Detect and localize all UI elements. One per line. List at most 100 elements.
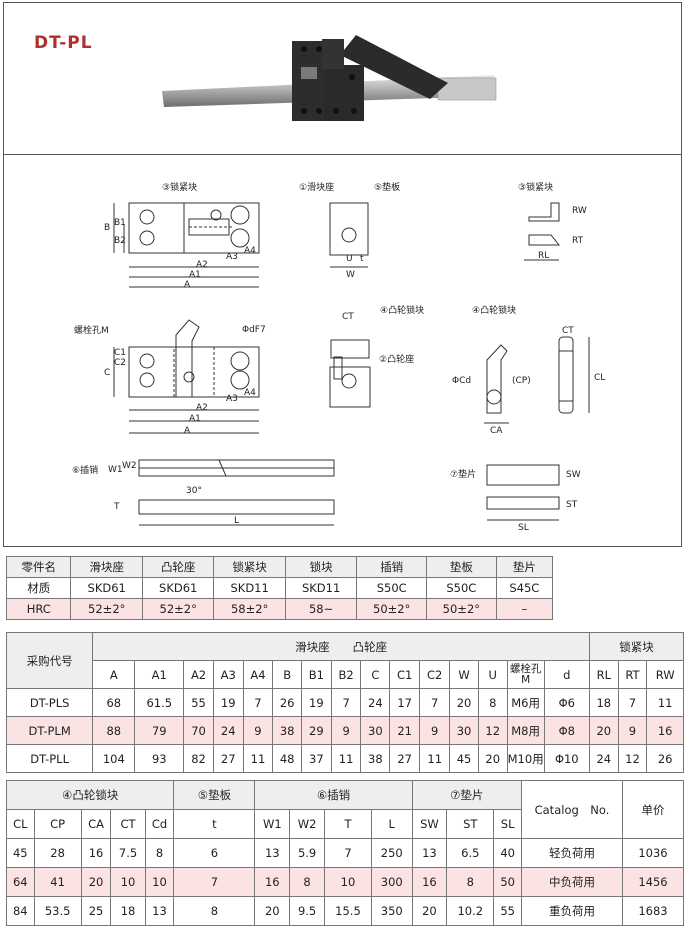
table-cell: 13 <box>254 838 291 868</box>
dim-A4-mid: A4 <box>244 388 256 398</box>
group-pin: ⑥插销 <box>254 780 413 810</box>
table-cell: 27 <box>212 744 244 773</box>
table-cell: 11 <box>419 744 451 773</box>
table-cell: 29 <box>300 716 332 745</box>
label-shim: ⑦垫片 <box>450 468 476 480</box>
col-header: W <box>449 660 479 689</box>
col-header: C1 <box>389 660 421 689</box>
table-cell: M6用 <box>506 688 545 717</box>
col-header: RW <box>646 660 684 689</box>
table-cell: 68 <box>92 688 136 717</box>
dim-L: L <box>234 516 239 526</box>
table-cell: 7 <box>242 688 274 717</box>
col-header: B2 <box>330 660 362 689</box>
dim-T: T <box>113 502 120 512</box>
code-label: 采购代号 <box>5 632 94 689</box>
dim-A1-mid: A1 <box>189 414 201 424</box>
dim-A3-mid: A3 <box>226 394 238 404</box>
dim-SL: SL <box>518 523 529 533</box>
table-cell: S50C <box>426 577 497 599</box>
table-cell: 材质 <box>5 577 72 599</box>
table-cell: 19 <box>300 688 332 717</box>
table-cell: 38 <box>272 716 302 745</box>
table-cell: 8 <box>477 688 508 717</box>
label-angle: 30° <box>186 486 202 496</box>
dim-t: t <box>360 254 364 264</box>
table-cell: 10.2 <box>446 896 495 926</box>
row-code: DT-PLS <box>5 688 94 717</box>
label-phi-cd: ΦCd <box>452 376 471 386</box>
table-cell: 84 <box>6 896 35 926</box>
table-cell: 9 <box>330 716 362 745</box>
dim-CT: CT <box>342 312 354 322</box>
table-cell: 13 <box>144 896 175 926</box>
table-cell: 6.5 <box>446 838 495 868</box>
table-cell: 52±2° <box>141 598 215 620</box>
technical-drawings: ③锁紧块 ①滑块座 ⑤垫板 ③锁紧块 ④凸轮锁块 ④凸轮锁块 ②凸轮座 螺栓孔M… <box>72 181 605 533</box>
table-cell: 17 <box>389 688 421 717</box>
table-row: DT-PLS 68 61.5 55 19 7 26 19 7 24 17 7 2… <box>5 688 684 717</box>
table-cell: 28 <box>33 838 82 868</box>
table-cell: 13 <box>411 838 448 868</box>
table-cell: 27 <box>389 744 421 773</box>
table-cell: 50±2° <box>426 598 497 620</box>
dim-W: W <box>346 270 355 280</box>
dim-RW: RW <box>572 206 587 216</box>
label-cam-seat: ②凸轮座 <box>379 353 414 365</box>
table-cell: 7 <box>323 838 372 868</box>
table-cell: 10 <box>144 867 175 897</box>
col-header: RL <box>588 660 619 689</box>
table-cell: 61.5 <box>134 688 185 717</box>
table-cell: 30 <box>449 716 479 745</box>
table-cell: 41 <box>33 867 82 897</box>
table-cell: 12 <box>617 744 648 773</box>
table-row: 45 28 16 7.5 8 6 13 5.9 7 250 13 6.5 40 … <box>6 838 684 868</box>
label-lock-block-right: ③锁紧块 <box>518 181 553 193</box>
header-cell: 垫板 <box>426 556 497 578</box>
table-cell: 88 <box>92 716 136 745</box>
label-cam-lock: ④凸轮锁块 <box>380 304 424 316</box>
group-pad-plate: ⑤垫板 <box>173 780 256 810</box>
table-cell: 58±2° <box>213 598 286 620</box>
table-cell: 20 <box>411 896 448 926</box>
page-title: DT-PL <box>34 33 93 53</box>
table-cell: SKD11 <box>284 577 358 599</box>
table-cell: 24 <box>212 716 244 745</box>
table-cell: 20 <box>588 716 619 745</box>
col-header: CL <box>6 809 35 839</box>
table-cell: 26 <box>272 688 302 717</box>
catalog-cell: 中负荷用 <box>521 867 623 897</box>
table-cell: 9 <box>242 716 274 745</box>
table-cell: 9 <box>419 716 451 745</box>
col-header: U <box>477 660 508 689</box>
materials-table: 零件名 滑块座 凸轮座 锁紧块 锁块 插销 垫板 垫片 材质 SKD61 SKD… <box>5 556 554 620</box>
group-lock: 锁紧块 <box>588 632 685 661</box>
table-cell: 16 <box>411 867 448 897</box>
table-cell: 25 <box>80 896 112 926</box>
table-cell: 9 <box>617 716 648 745</box>
table-cell: 24 <box>360 688 391 717</box>
dim-SW: SW <box>566 470 581 480</box>
label-lock-block: ③锁紧块 <box>162 181 197 193</box>
table-cell: 11 <box>646 688 684 717</box>
table-cell: 50 <box>493 867 522 897</box>
col-header: L <box>370 809 413 839</box>
table-cell: 55 <box>183 688 214 717</box>
dim-A2: A2 <box>196 260 208 270</box>
col-header: RT <box>617 660 648 689</box>
table-cell: 18 <box>110 896 146 926</box>
price-cell: 1683 <box>622 896 684 926</box>
col-header: SL <box>493 809 522 839</box>
table-row: DT-PLL 104 93 82 27 11 48 37 11 38 27 11… <box>5 744 684 773</box>
dim-RT: RT <box>572 236 584 246</box>
table-cell: 12 <box>477 716 508 745</box>
table-cell: 8 <box>289 867 325 897</box>
label-bolt-hole: 螺栓孔M <box>74 324 109 336</box>
table-cell: 7 <box>173 867 256 897</box>
table-cell: 11 <box>242 744 274 773</box>
table-cell: 20 <box>80 867 112 897</box>
table-cell: 82 <box>183 744 214 773</box>
col-header: W2 <box>289 809 325 839</box>
table-cell: 48 <box>272 744 302 773</box>
spec-table-parts: ④凸轮锁块 ⑤垫板 ⑥插销 ⑦垫片 Catalog No. 单价 CL CP C… <box>5 780 684 926</box>
